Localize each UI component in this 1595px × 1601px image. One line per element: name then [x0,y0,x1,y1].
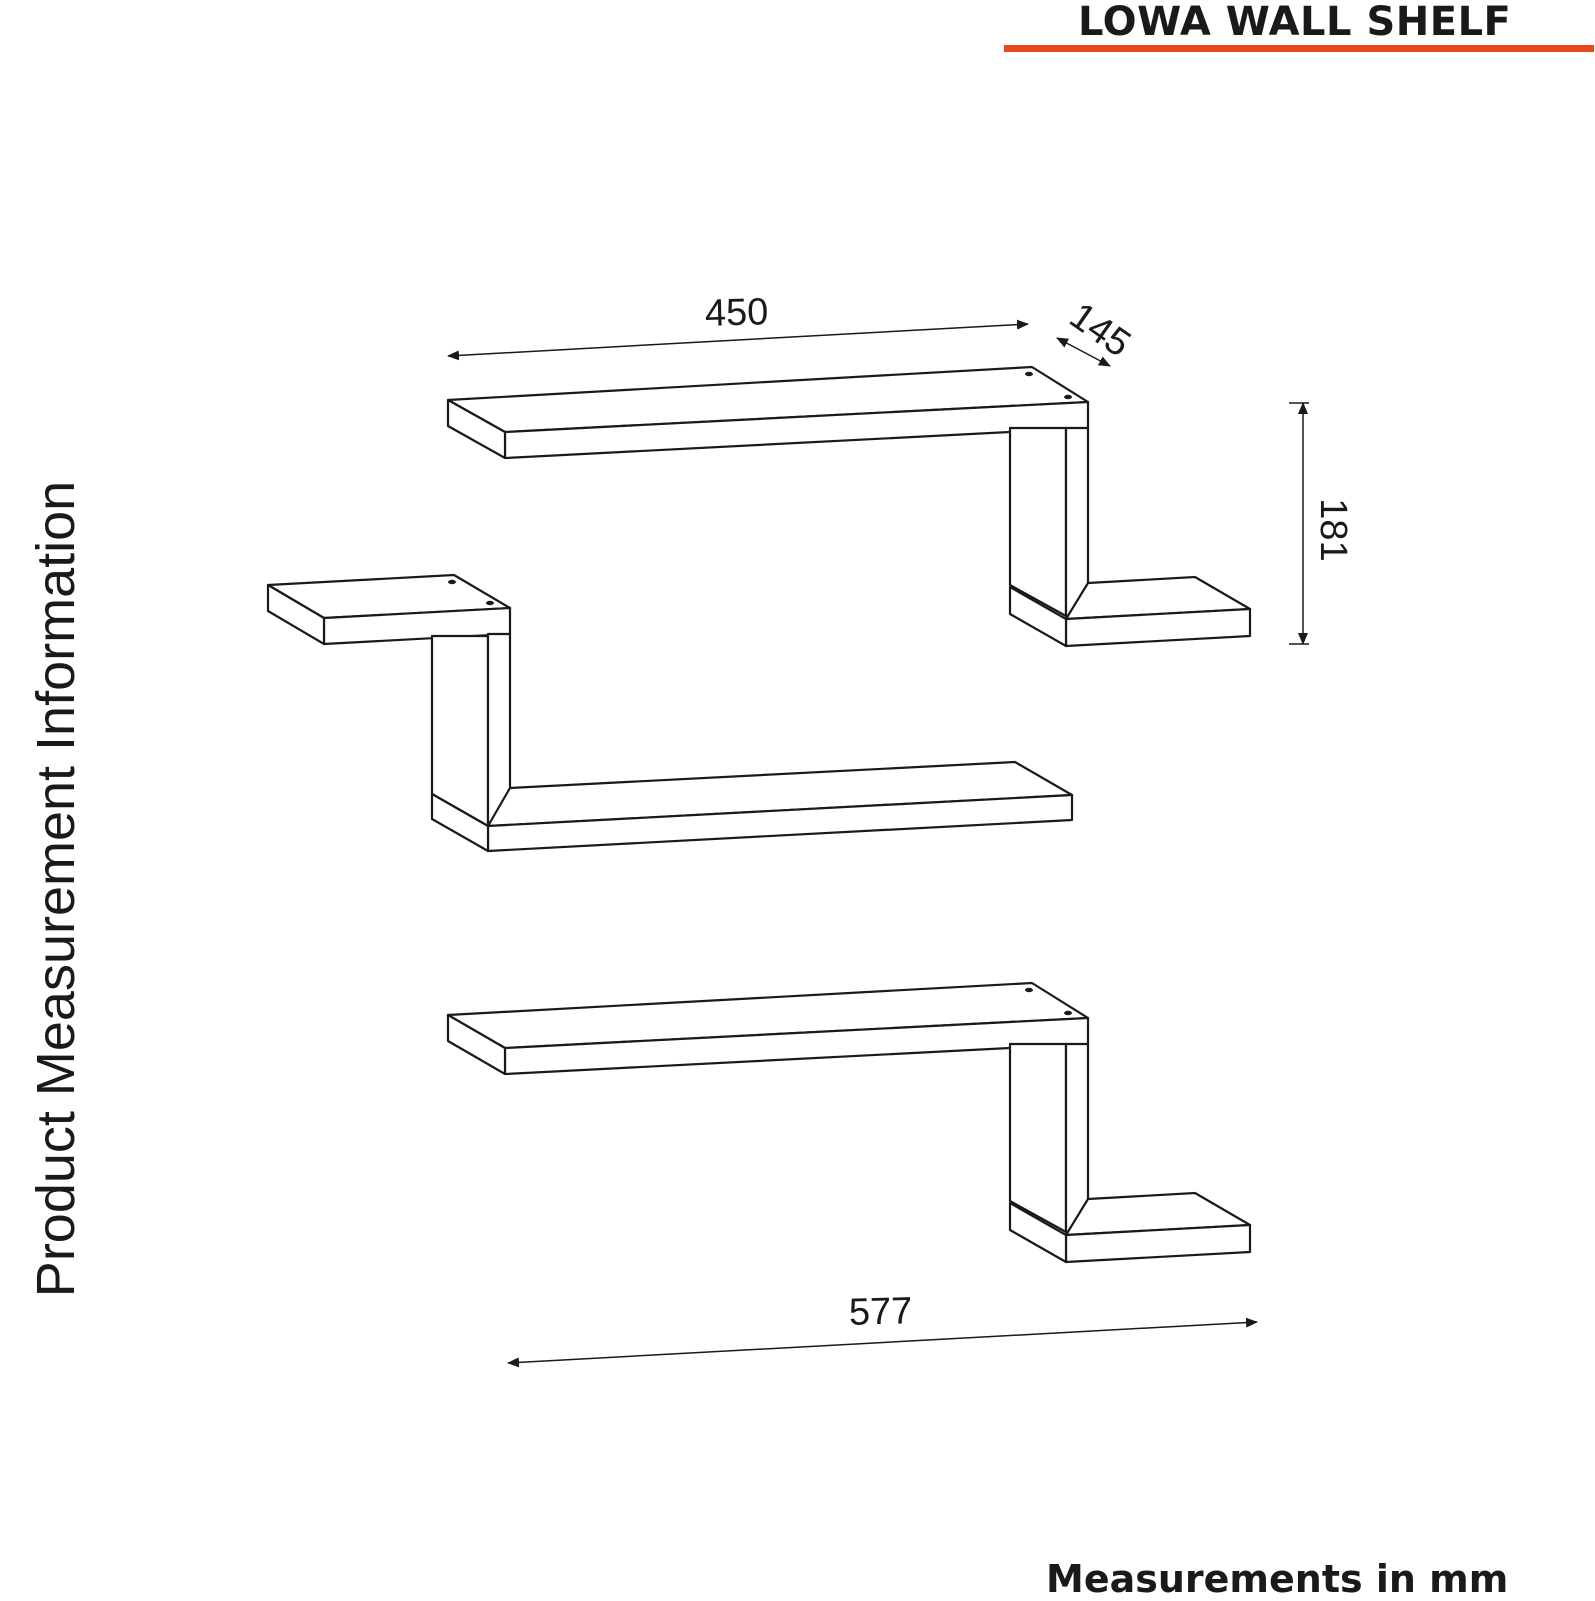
top-shelf-riser-side [1008,426,1068,618]
top-shelf-foot-end [1008,585,1068,648]
width-top-dimension-line [447,319,1029,361]
bottom-shelf-foot-end [1008,1201,1068,1264]
width-top-label: 450 [704,291,768,335]
screw-hole [1025,371,1033,377]
middle-shelf-unit [266,573,1074,853]
screw-hole [486,600,494,606]
screw-hole [1064,394,1072,400]
units-note: Measurements in mm [1046,1557,1509,1601]
title-underline [1004,45,1594,52]
depth-dimension-line [1056,337,1111,367]
middle-shelf-board-end [430,792,490,853]
bottom-shelf-unit [446,981,1252,1264]
bottom-shelf-board-end [446,1013,507,1076]
page-title: LOWA WALL SHELF [1078,0,1512,45]
width-bottom-label: 577 [848,1290,912,1334]
top-shelf-unit [446,365,1252,648]
top-shelf-board-end [446,398,507,460]
height-label: 181 [1312,498,1354,561]
width-bottom-dimension-line [507,1317,1258,1368]
middle-shelf-head-end [266,583,326,646]
screw-hole [1025,987,1033,993]
screw-hole [448,579,456,585]
screw-hole [1064,1010,1072,1016]
middle-shelf-riser-side [430,634,490,828]
bottom-shelf-riser-side [1008,1042,1068,1234]
depth-label: 145 [1062,295,1138,366]
